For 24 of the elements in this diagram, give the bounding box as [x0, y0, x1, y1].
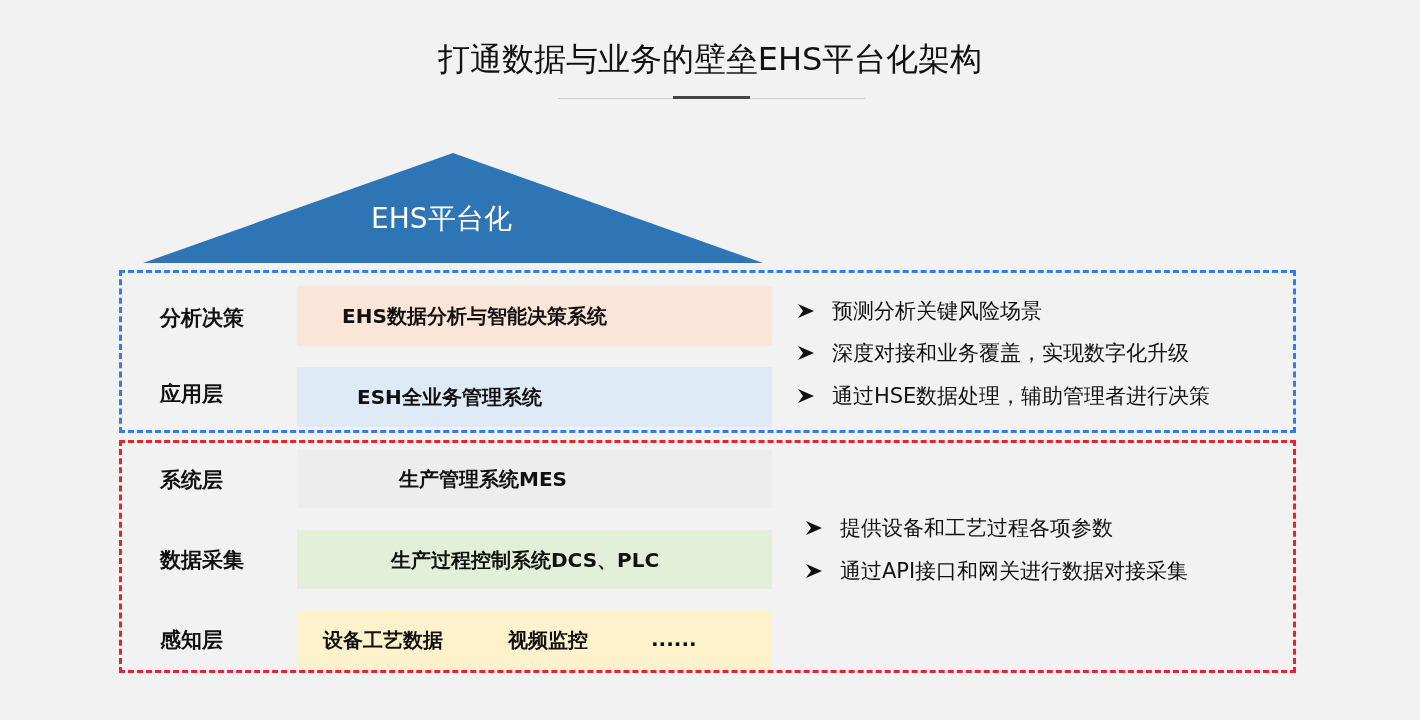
layer-name: 感知层: [160, 627, 223, 654]
bullet-text: 通过HSE数据处理，辅助管理者进行决策: [832, 383, 1211, 410]
bar-text: 设备工艺数据: [323, 627, 443, 654]
layer-bar: [297, 530, 772, 589]
bar-text: EHS数据分析与智能决策系统: [342, 303, 607, 330]
bar-text: ......: [651, 627, 697, 651]
dashed-frame: [119, 270, 1296, 433]
bar-text: ESH全业务管理系统: [357, 384, 542, 411]
layer-bar: [297, 610, 772, 670]
layer-name: 系统层: [160, 467, 223, 494]
bullet-text: 提供设备和工艺过程各项参数: [840, 515, 1113, 542]
bar-text: 生产过程控制系统DCS、PLC: [391, 546, 660, 574]
bullet-text: 深度对接和业务覆盖，实现数字化升级: [832, 340, 1189, 367]
bullet-text: 预测分析关键风险场景: [832, 298, 1042, 325]
dashed-frame: [119, 440, 1296, 673]
bar-text: 视频监控: [508, 627, 588, 654]
layer-bar: [297, 286, 772, 346]
bullet-text: 通过API接口和网关进行数据对接采集: [840, 558, 1189, 585]
layer-name: 分析决策: [160, 305, 244, 332]
layer-name: 数据采集: [160, 547, 244, 574]
layer-name: 应用层: [160, 381, 223, 408]
bar-text: 生产管理系统MES: [399, 466, 567, 493]
roof-label: EHS平台化: [371, 201, 512, 237]
title: 打通数据与业务的壁垒EHS平台化架构: [436, 39, 984, 80]
